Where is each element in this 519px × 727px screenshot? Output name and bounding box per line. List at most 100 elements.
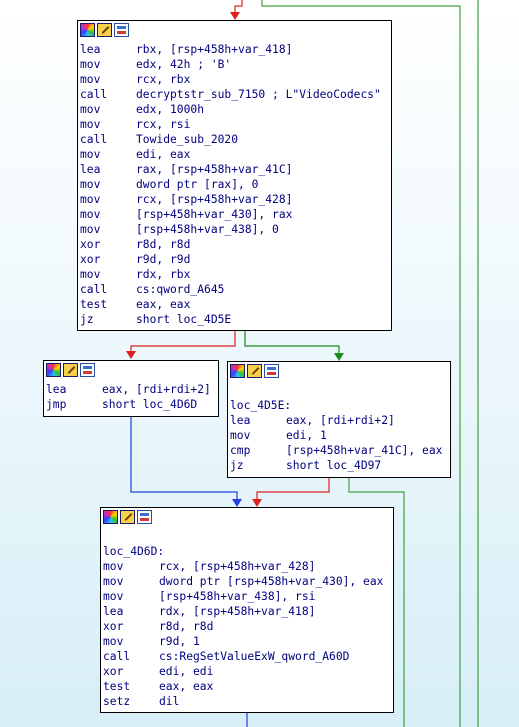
mnemonic: setz bbox=[103, 695, 131, 708]
operands: r8d, r8d bbox=[136, 238, 191, 251]
mnemonic: call bbox=[80, 88, 108, 101]
operands: cs:RegSetValueExW_qword_A60D bbox=[159, 650, 350, 663]
location-label[interactable]: loc_4D6D: bbox=[103, 545, 165, 558]
rename-icon[interactable] bbox=[97, 23, 112, 37]
operands: rcx, rbx bbox=[136, 73, 191, 86]
mnemonic: mov bbox=[230, 429, 251, 442]
operands: dword ptr [rax], 0 bbox=[136, 178, 259, 191]
edge-in-main bbox=[234, 0, 243, 14]
color-picker-icon[interactable] bbox=[46, 363, 61, 377]
operands: edi, eax bbox=[136, 148, 191, 161]
rename-icon[interactable] bbox=[120, 510, 135, 524]
edge-main-left bbox=[130, 330, 236, 352]
mnemonic: call bbox=[103, 650, 131, 663]
instruction-line[interactable]: mov rdx, rbx bbox=[80, 267, 391, 282]
operands: r9d, 1 bbox=[159, 635, 200, 648]
operands: short loc_4D97 bbox=[286, 459, 382, 472]
mnemonic: mov bbox=[80, 193, 101, 206]
instruction-line[interactable]: cmp[rsp+458h+var_41C], eax bbox=[230, 443, 450, 458]
location-label[interactable]: loc_4D5E: bbox=[230, 399, 292, 412]
graph-overview-icon[interactable] bbox=[80, 363, 95, 377]
block-header bbox=[101, 508, 393, 527]
instruction-line[interactable]: test eax, eax bbox=[103, 679, 393, 694]
block-header bbox=[44, 361, 218, 380]
instruction-line[interactable]: mov dword ptr [rsp+458h+var_430], eax bbox=[103, 574, 393, 589]
operands: rcx, [rsp+458h+var_428] bbox=[136, 193, 293, 206]
instruction-line[interactable]: mov rcx, [rsp+458h+var_428] bbox=[80, 192, 391, 207]
operands: rdx, rbx bbox=[136, 268, 191, 281]
operands: rax, [rsp+458h+var_41C] bbox=[136, 163, 293, 176]
mnemonic: call bbox=[80, 133, 108, 146]
operands: r8d, r8d bbox=[159, 620, 214, 633]
edge-left-bottom bbox=[130, 416, 238, 500]
mnemonic: mov bbox=[80, 268, 101, 281]
instruction-line[interactable]: mov edi, eax bbox=[80, 147, 391, 162]
instruction-line[interactable]: xor r8d, r8d bbox=[80, 237, 391, 252]
mnemonic: mov bbox=[80, 223, 101, 236]
graph-overview-icon[interactable] bbox=[264, 364, 279, 378]
operands: [rsp+458h+var_41C], eax bbox=[286, 444, 443, 457]
mnemonic: mov bbox=[103, 590, 124, 603]
mnemonic: lea bbox=[230, 414, 251, 427]
mnemonic: mov bbox=[80, 148, 101, 161]
mnemonic: mov bbox=[103, 575, 124, 588]
edge-outer-top bbox=[261, 0, 461, 727]
color-picker-icon[interactable] bbox=[230, 364, 245, 378]
mnemonic: test bbox=[103, 680, 131, 693]
instruction-line[interactable]: mov[rsp+458h+var_430], rax bbox=[80, 207, 391, 222]
instruction-line[interactable]: call cs:RegSetValueExW_qword_A60D bbox=[103, 649, 393, 664]
color-picker-icon[interactable] bbox=[103, 510, 118, 524]
operands: dword ptr [rsp+458h+var_430], eax bbox=[159, 575, 384, 588]
color-picker-icon[interactable] bbox=[80, 23, 95, 37]
instruction-line[interactable]: mov[rsp+458h+var_438], 0 bbox=[80, 222, 391, 237]
rename-icon[interactable] bbox=[247, 364, 262, 378]
instruction-line[interactable]: mov[rsp+458h+var_438], rsi bbox=[103, 589, 393, 604]
instruction-line[interactable]: xor r8d, r8d bbox=[103, 619, 393, 634]
operands: [rsp+458h+var_430], rax bbox=[136, 208, 293, 221]
rename-icon[interactable] bbox=[63, 363, 78, 377]
operands: cs:qword_A645 bbox=[136, 283, 225, 296]
mnemonic: mov bbox=[80, 118, 101, 131]
mnemonic: xor bbox=[103, 620, 124, 633]
operands: r9d, r9d bbox=[136, 253, 191, 266]
instruction-line[interactable]: jz short loc_4D97 bbox=[230, 458, 450, 473]
graph-overview-icon[interactable] bbox=[114, 23, 129, 37]
blank-line bbox=[103, 529, 393, 544]
mnemonic: lea bbox=[80, 43, 101, 56]
operands: eax, eax bbox=[159, 680, 214, 693]
mnemonic: jz bbox=[230, 459, 244, 472]
blank-line bbox=[230, 383, 450, 398]
mnemonic: xor bbox=[80, 238, 101, 251]
graph-overview-icon[interactable] bbox=[137, 510, 152, 524]
block-header bbox=[228, 362, 450, 381]
